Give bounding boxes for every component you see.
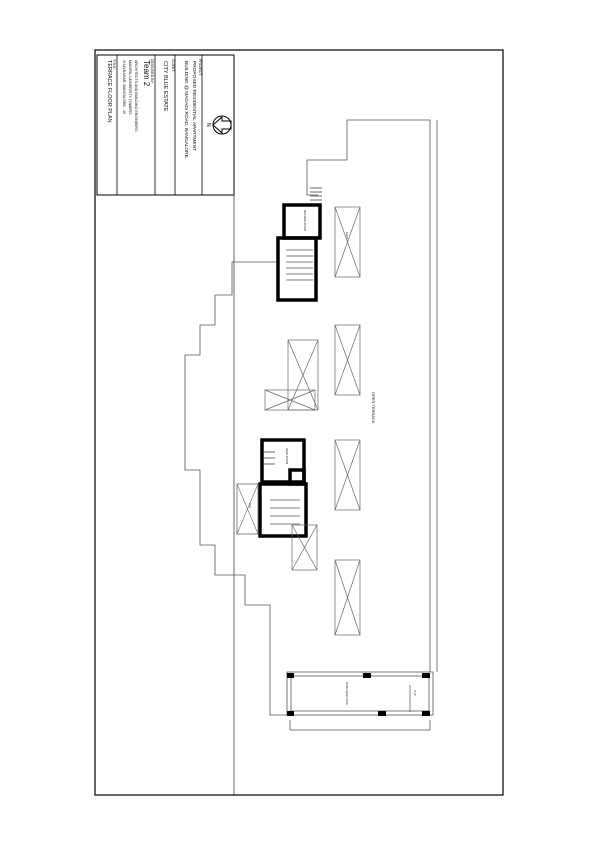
stair-core-north: MACHINE ROOM	[276, 187, 322, 302]
project-line: BUILDING @ MAGADI ROAD, BANGALORE.	[183, 61, 189, 159]
title-block: TITLE: TERRACE FLOOR PLAN DESIGNED BY: T…	[96, 54, 235, 795]
terrace-outline	[184, 119, 438, 716]
north-arrow-icon: N	[205, 115, 232, 135]
designer-name: Team 2	[142, 60, 151, 87]
overhead-tank: OVER HEAD TANK 4'-0"	[286, 671, 434, 731]
drawing-title: TERRACE FLOOR PLAN	[106, 60, 112, 123]
stair-core-middle: HEAD ROOM LIFT	[236, 438, 308, 538]
north-label: N	[205, 123, 211, 127]
project-line: PROPOSED RESIDENTIAL APARTMENT	[191, 61, 197, 151]
room-label: MACHINE ROOM	[303, 210, 307, 231]
room-label: DUCT	[345, 232, 349, 240]
designed-by-label: DESIGNED BY:	[150, 59, 154, 84]
room-label: OVER HEAD TANK	[345, 682, 349, 705]
project-label: PROJECT:	[198, 59, 202, 76]
ducts	[264, 206, 361, 636]
designer-line: ARCHITECTS AND BUILDING ENGINEERS	[134, 60, 138, 132]
room-label: HEAD ROOM	[285, 448, 289, 464]
sheet-border	[94, 49, 504, 796]
title-label: TITLE:	[112, 59, 116, 70]
room-label: LIFT	[248, 503, 252, 509]
designer-line: MANIPAL UNIVERSITY TOWERS	[128, 60, 132, 115]
designer-line: VIJAYNAGAR, BANGALORE - 40	[122, 60, 126, 114]
terrace-label: OPEN TERRACE	[371, 392, 376, 424]
client-name: CITY BLUE ESTATE	[162, 61, 168, 112]
client-label: CLIENT:	[171, 59, 175, 72]
dimension-label: 4'-0"	[413, 690, 417, 696]
